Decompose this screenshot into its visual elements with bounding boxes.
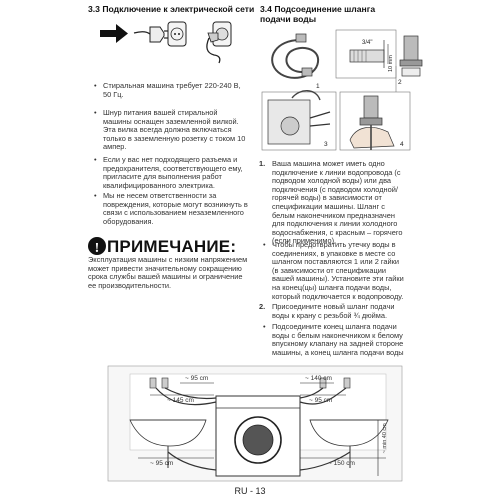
svg-text:!: ! (95, 241, 100, 256)
thread-label: 3/4" (362, 40, 372, 46)
note-icon: ! (88, 237, 106, 256)
plug-icon (133, 26, 171, 43)
bullet-electrician: Если у вас нет подходящего разъема и пре… (94, 155, 248, 190)
fig-label-4: 4 (400, 141, 404, 148)
dim-95-left: ~ 95 cm (185, 375, 209, 382)
socket-icon (167, 21, 187, 47)
bullet-voltage: Стиральная машина требует 220-240 В, 50 … (94, 81, 248, 99)
machine-back-illustration (267, 90, 331, 145)
dim-95-right: ~ 95 cm (309, 397, 333, 404)
faucet-illustration (399, 35, 423, 77)
step-2: 2.Присоедините новый шланг подачи воды к… (259, 302, 395, 320)
fig-label-2: 2 (398, 79, 402, 86)
plugged-in-icon (206, 21, 232, 64)
tap-thread-illustration (349, 40, 389, 68)
dim-140: ~ 140 cm (305, 375, 332, 382)
step-1: 1.Ваша машина может иметь одно подключен… (259, 159, 403, 246)
dim-145: ~ 145 cm (167, 397, 194, 404)
depth-label: 10 mm (388, 55, 394, 72)
fig-label-3: 3 (324, 141, 328, 148)
section-heading-electrical: 3.3 Подключение к электрической сети (88, 4, 255, 14)
step-nuts: Чтобы предотвратить утечку воды в соедин… (263, 240, 404, 301)
step-connect-hose: Подсоедините конец шланга подачи воды с … (263, 322, 404, 357)
bullet-liability: Мы не несем ответственности за поврежден… (94, 191, 248, 226)
note-text: Эксплуатация машины с низким напряжением… (88, 255, 248, 290)
hose-coil-illustration (271, 33, 320, 79)
hand-connect-illustration (349, 95, 395, 150)
dim-150: ~ 150 cm (328, 460, 355, 467)
page-number: RU - 13 (234, 486, 266, 496)
fig-label-1: 1 (316, 83, 320, 90)
section-heading-water-hose: 3.4 Подсоединение шланга подачи воды (260, 4, 376, 24)
note-title: ПРИМЕЧАНИЕ: (107, 237, 237, 256)
bullet-grounded-plug: Шнур питания вашей стиральной машины осн… (94, 108, 248, 152)
dim-vertical: ~ min 40 cm (381, 423, 388, 454)
arrow-icon (100, 24, 128, 43)
left-taps-icon (149, 377, 169, 389)
dim-95-low: ~ 95 cm (150, 460, 174, 467)
washing-machine-illustration (215, 395, 301, 477)
